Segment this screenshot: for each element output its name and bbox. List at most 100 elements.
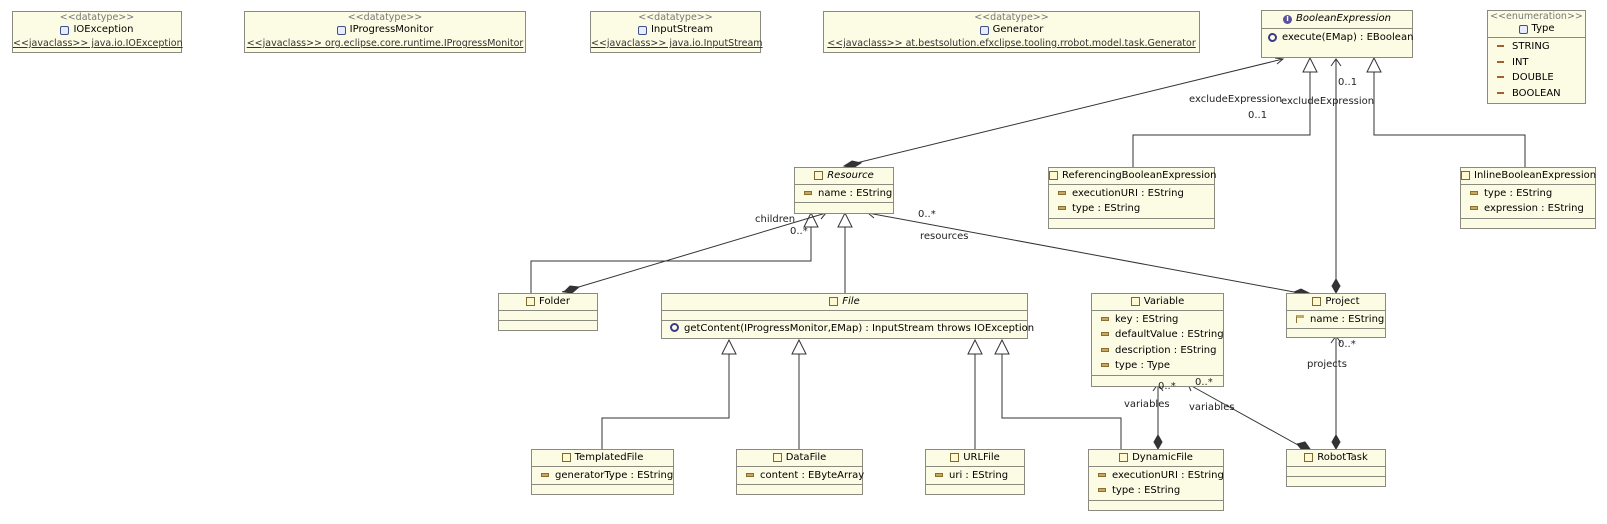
datatype-ioexception[interactable]: <<datatype>> IOException <<javaclass>> j… [12, 11, 183, 53]
datatype-javaclass: <<javaclass>> at.bestsolution.efxclipse.… [827, 38, 1196, 49]
project-exclude-arrowhead [1330, 58, 1342, 67]
operation-icon [670, 323, 679, 332]
referencing-generalization-arrowhead [1302, 56, 1318, 73]
datatype-name: IOException [73, 24, 134, 35]
literal-icon [1497, 91, 1504, 94]
referencing-generalization-line [1132, 72, 1311, 168]
task-variables-multiplicity: 0..* [1195, 377, 1213, 388]
class-variable[interactable]: Variable key : EString defaultValue : ES… [1091, 293, 1224, 387]
class-name: File [842, 296, 860, 307]
id-attribute-icon [1296, 314, 1304, 323]
attribute-icon [1101, 347, 1109, 352]
enum-literal: STRING [1488, 39, 1585, 55]
datatype-iprogressmonitor[interactable]: <<datatype>> IProgressMonitor <<javaclas… [244, 11, 526, 53]
class-referencing-boolean-expression[interactable]: ReferencingBooleanExpression executionUR… [1048, 167, 1216, 229]
enumeration-icon [1518, 24, 1528, 34]
project-exclude-diamond [1331, 277, 1341, 295]
datatype-inputstream[interactable]: <<datatype>> InputStream <<javaclass>> j… [590, 11, 763, 53]
attribute-text: content : EByteArray [760, 469, 865, 481]
attribute-row: executionURI : EString [1049, 186, 1214, 202]
class-folder[interactable]: Folder [498, 293, 598, 331]
attribute-icon [1058, 206, 1066, 210]
interface-icon: I [1283, 14, 1292, 24]
class-name: Project [1325, 296, 1360, 307]
attribute-text: generatorType : EString [555, 469, 674, 481]
enum-type[interactable]: <<enumeration>> Type STRING INT DOUBLE B… [1487, 10, 1586, 104]
operation-row: getContent(IProgressMonitor,EMap) : Inpu… [662, 321, 1034, 337]
attribute-text: uri : EString [949, 469, 1009, 481]
dynamic-variables-diamond [1153, 433, 1163, 451]
attribute-row: uri : EString [926, 468, 1024, 484]
attribute-text: name : EString [818, 187, 893, 199]
literal-icon [1497, 45, 1504, 47]
class-icon [1304, 453, 1314, 462]
datafile-generalization-arrowhead [791, 338, 807, 355]
class-url-file[interactable]: URLFile uri : EString [925, 449, 1025, 495]
class-robot-task[interactable]: RobotTask [1286, 449, 1386, 487]
datatype-javaclass: <<javaclass>> java.io.InputStream [591, 38, 763, 49]
dynamic-variables-multiplicity: 0..* [1158, 381, 1176, 392]
class-project[interactable]: Project name : EString [1286, 293, 1386, 338]
operation-text: getContent(IProgressMonitor,EMap) : Inpu… [684, 322, 1035, 334]
children-multiplicity: 0..* [790, 226, 808, 237]
attribute-text: type : Type [1115, 360, 1171, 371]
attribute-row: name : EString [795, 186, 893, 202]
class-icon [1461, 171, 1470, 180]
attribute-icon [1098, 472, 1106, 477]
class-file[interactable]: File getContent(IProgressMonitor,EMap) :… [661, 293, 1034, 339]
class-icon [950, 453, 960, 462]
class-templated-file[interactable]: TemplatedFile generatorType : EString [531, 449, 674, 495]
class-icon [814, 171, 824, 180]
resource-exclude-role-label: excludeExpression [1189, 94, 1283, 105]
datatype-generator[interactable]: <<datatype>> Generator <<javaclass>> at.… [823, 11, 1200, 53]
attribute-text: type : EString [1484, 187, 1553, 199]
attribute-row: expression : EString [1461, 201, 1595, 217]
attribute-icon [1470, 190, 1478, 195]
resources-multiplicity: 0..* [918, 209, 936, 220]
resource-exclude-expression-link [843, 58, 1284, 167]
projects-multiplicity: 0..* [1338, 339, 1356, 350]
attribute-row: content : EByteArray [737, 468, 865, 484]
attribute-row: description : EString [1092, 343, 1223, 359]
class-resource[interactable]: Resource name : EString [794, 167, 894, 214]
class-name: TemplatedFile [574, 452, 644, 463]
attribute-icon [1101, 316, 1109, 321]
class-icon [1119, 453, 1129, 462]
folder-generalization-arrowhead [803, 211, 819, 228]
children-diamond [562, 285, 581, 294]
project-exclude-role-label: excludeExpression [1281, 96, 1375, 107]
attribute-row: name : EString [1287, 312, 1385, 328]
datatype-javaclass: <<javaclass>> java.io.IOException [13, 38, 183, 49]
datatype-name: IProgressMonitor [349, 24, 434, 35]
class-data-file[interactable]: DataFile content : EByteArray [736, 449, 865, 495]
templated-generalization-arrowhead [721, 338, 737, 355]
datatype-name: InputStream [650, 24, 714, 35]
attribute-row: type : EString [1089, 483, 1223, 499]
class-inline-boolean-expression[interactable]: InlineBooleanExpression type : EString e… [1460, 167, 1596, 229]
dynamicfile-generalization-line [1001, 354, 1122, 449]
project-exclude-multiplicity: 0..1 [1338, 77, 1358, 88]
enum-literal: BOOLEAN [1488, 86, 1585, 102]
attribute-text: type : EString [1112, 485, 1181, 496]
attribute-text: description : EString [1115, 344, 1217, 356]
attribute-row: executionURI : EString [1089, 468, 1224, 484]
inline-generalization-arrowhead [1366, 56, 1382, 73]
templated-generalization-line [601, 354, 730, 449]
class-name: InlineBooleanExpression [1474, 170, 1597, 181]
task-variables-link [1187, 383, 1299, 446]
attribute-text: type : EString [1072, 203, 1141, 214]
attribute-text: expression : EString [1484, 203, 1584, 214]
projects-role-label: projects [1307, 359, 1347, 370]
attribute-icon [1098, 488, 1106, 492]
datatype-stereotype: <<datatype>> [59, 12, 135, 23]
class-name: URLFile [963, 452, 1000, 463]
attribute-text: defaultValue : EString [1115, 329, 1224, 340]
operation-text: execute(EMap) : EBoolean [1282, 32, 1414, 43]
class-icon [526, 297, 536, 306]
class-dynamic-file[interactable]: DynamicFile executionURI : EString type … [1088, 449, 1224, 511]
attribute-text: name : EString [1310, 313, 1385, 325]
attribute-icon [746, 472, 754, 477]
class-name: DataFile [785, 452, 827, 463]
datatype-icon [60, 25, 70, 35]
